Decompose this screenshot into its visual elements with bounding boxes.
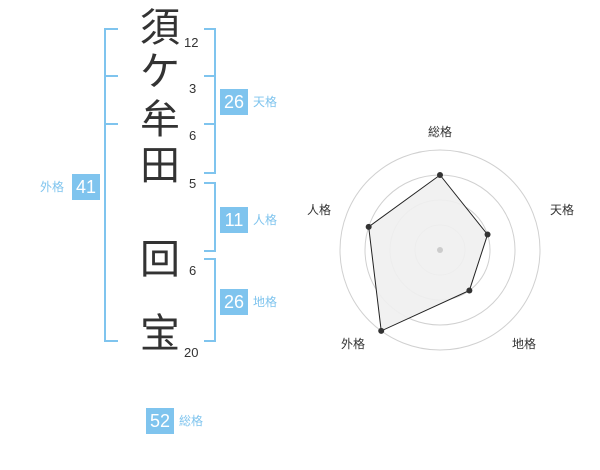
tenkaku-label: 天格 [253,95,278,109]
radar-point-soukaku [437,172,443,178]
stroke-count-1: 12 [184,35,199,50]
name-char-1: 須 [140,5,180,51]
radar-label-jinkaku: 人格 [307,203,332,217]
stroke-count-5: 6 [189,263,197,278]
soukaku-label: 総格 [179,414,204,428]
radar-point-chikaku [466,287,473,294]
radar-label-tenkaku: 天格 [550,203,575,217]
radar-ring-4 [339,149,541,351]
chikaku-value: 26 [220,289,248,315]
stroke-count-6: 20 [184,345,199,360]
radar-polygon [368,174,489,332]
name-char-6: 宝 [140,311,180,357]
gaikaku-label: 外格 [40,180,65,194]
radar-point-jinkaku [365,223,372,230]
soukaku-value: 52 [146,408,174,434]
gaikaku-value: 41 [72,174,100,200]
chikaku-bracket [204,258,216,342]
bracket-tick-3 [204,75,216,77]
bracket-tick-1 [104,75,118,77]
bracket-tick-4 [204,123,216,125]
stroke-count-4: 5 [189,176,197,191]
name-char-4: 田 [140,143,180,189]
jinkaku-label: 人格 [253,213,278,227]
jinkaku-bracket [204,182,216,252]
stroke-count-2: 3 [189,81,197,96]
stroke-count-3: 6 [189,128,197,143]
radar-label-chikaku: 地格 [512,337,537,351]
name-char-3: 牟 [140,97,180,143]
chikaku-label: 地格 [253,295,278,309]
radar-point-tenkaku [484,231,491,238]
radar-point-gaikaku [378,327,385,334]
radar-label-soukaku: 総格 [428,125,453,139]
jinkaku-value: 11 [220,207,248,233]
radar-label-gaikaku: 外格 [341,337,366,351]
tenkaku-value: 26 [220,89,248,115]
tenkaku-bracket [204,28,216,174]
gaikaku-bracket [104,28,118,342]
name-char-5: 回 [140,237,180,283]
radar-center [437,247,443,253]
name-char-2: ケ [140,49,180,95]
bracket-tick-2 [104,123,118,125]
